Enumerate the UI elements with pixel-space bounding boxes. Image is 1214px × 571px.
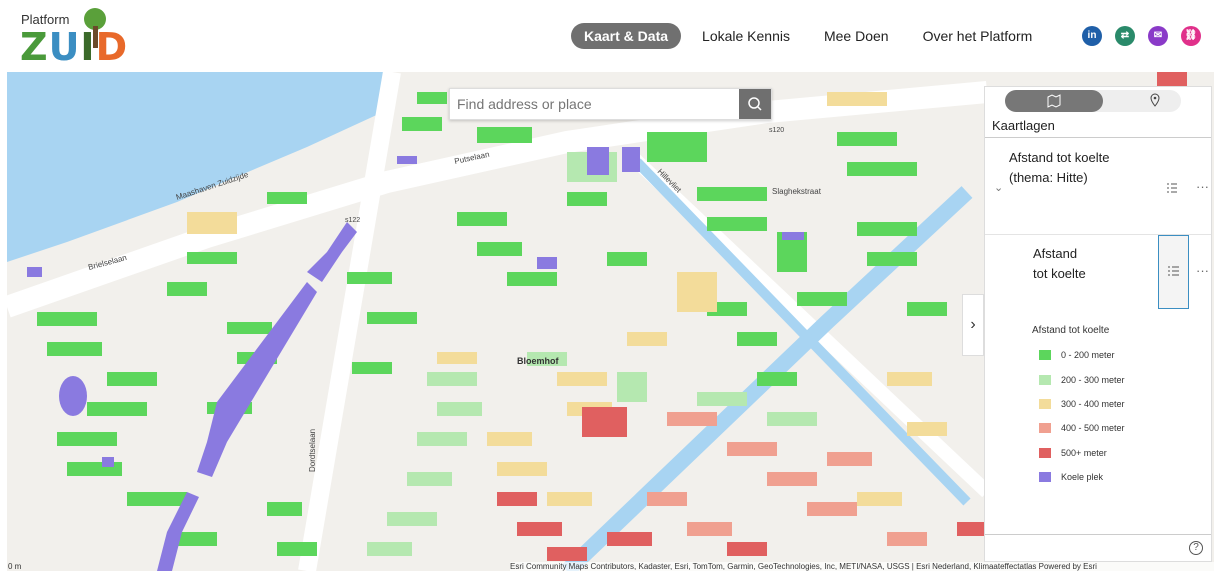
chevron-right-icon: › <box>970 316 976 333</box>
label-s120: s120 <box>769 127 784 134</box>
legend-swatch <box>1039 472 1051 482</box>
logo-text-small: Platform <box>21 12 70 27</box>
buildings-500-plus <box>497 72 1187 561</box>
search-widget <box>449 88 772 120</box>
map-attribution[interactable]: Esri Community Maps Contributors, Kadast… <box>510 562 1214 571</box>
maashaven-water <box>7 72 383 262</box>
group-layer-name: Afstand tot koelte (thema: Hitte) <box>1009 150 1110 185</box>
nav-kaart-data[interactable]: Kaart & Data <box>571 23 682 49</box>
buildings-400-500 <box>647 412 927 546</box>
nav-lokale-kennis[interactable]: Lokale Kennis <box>702 28 790 44</box>
nav-over-het-platform[interactable]: Over het Platform <box>922 28 1033 44</box>
logo-letter-u: U <box>48 25 81 69</box>
legend-label: Koele plek <box>1061 472 1104 482</box>
buildings-0-200 <box>37 92 947 556</box>
social-links: in ⇄ ✉ ⛓ <box>1082 26 1214 46</box>
logo-trunk-icon <box>93 26 98 48</box>
layer-row[interactable]: Afstand tot koelte ··· <box>985 235 1211 311</box>
map-icon <box>1047 94 1061 108</box>
legend-item: 400 - 500 meter <box>1039 421 1125 435</box>
koele-plekken <box>27 147 804 571</box>
logo-letter-i: I <box>80 25 96 69</box>
legend-swatch <box>1039 399 1051 409</box>
legend-label: 400 - 500 meter <box>1061 423 1125 433</box>
panel-collapse-button[interactable]: › <box>962 294 984 356</box>
logo-letter-z: Z <box>20 25 49 69</box>
search-icon <box>748 97 762 111</box>
mail-icon[interactable]: ✉ <box>1148 26 1168 46</box>
label-slaghekstraat: Slaghekstraat <box>772 187 822 196</box>
more-options-icon[interactable]: ··· <box>1196 263 1209 278</box>
canal-diagonal-2 <box>633 158 971 506</box>
legend-label: 500+ meter <box>1061 448 1107 458</box>
platform-zuid-logo[interactable]: Platform ZUID <box>20 8 140 66</box>
legend-item: 200 - 300 meter <box>1039 373 1125 387</box>
legend-label: 300 - 400 meter <box>1061 399 1125 409</box>
search-button[interactable] <box>739 89 771 119</box>
nav-mee-doen[interactable]: Mee Doen <box>823 28 889 44</box>
label-dordtselaan: Dordtselaan <box>308 429 317 472</box>
legend-item: 500+ meter <box>1039 446 1107 460</box>
legend-swatch <box>1039 350 1051 360</box>
legend-title: Afstand tot koelte <box>1032 325 1110 336</box>
logo-tree-icon <box>84 8 106 30</box>
legend-toggle-button[interactable] <box>1158 235 1189 309</box>
legend-label: 0 - 200 meter <box>1061 350 1115 360</box>
legend-swatch <box>1039 375 1051 385</box>
group-layer-row[interactable]: ⌄ Afstand tot koelte (thema: Hitte) ··· <box>985 139 1211 235</box>
legend-item: Koele plek <box>1039 470 1103 484</box>
chevron-down-icon[interactable]: ⌄ <box>994 182 1004 194</box>
help-icon[interactable]: ? <box>1189 541 1203 555</box>
divider <box>985 534 1211 535</box>
list-icon[interactable] <box>1165 181 1179 195</box>
logo-text-big: ZUID <box>20 28 128 66</box>
main-nav: Kaart & Data Lokale Kennis Mee Doen Over… <box>571 23 1053 49</box>
linkedin-icon[interactable]: in <box>1082 26 1102 46</box>
layers-tab[interactable] <box>1005 90 1103 112</box>
location-tab[interactable] <box>1110 90 1181 112</box>
scale-bar: 0 m <box>8 562 22 571</box>
canal-diagonal <box>561 186 973 571</box>
layer-name: Afstand tot koelte <box>1033 246 1086 281</box>
divider <box>985 137 1211 138</box>
search-input[interactable] <box>450 89 740 119</box>
layers-panel: Kaartlagen ⌄ Afstand tot koelte (thema: … <box>984 86 1212 562</box>
legend-item: 0 - 200 meter <box>1039 348 1115 362</box>
share-icon[interactable]: ⇄ <box>1115 26 1135 46</box>
label-s122: s122 <box>345 217 360 224</box>
panel-view-toggle <box>1005 90 1181 112</box>
legend-item: 300 - 400 meter <box>1039 397 1125 411</box>
road-putselaan <box>7 81 988 318</box>
road-dordtselaan <box>298 72 401 571</box>
panel-title: Kaartlagen <box>992 118 1055 133</box>
buildings-300-400 <box>187 92 947 506</box>
legend-swatch <box>1039 448 1051 458</box>
link-icon[interactable]: ⛓ <box>1181 26 1201 46</box>
top-header: Platform ZUID Kaart & Data Lokale Kennis… <box>0 0 1214 72</box>
legend-swatch <box>1039 423 1051 433</box>
location-pin-icon <box>1150 93 1160 107</box>
list-icon <box>1168 266 1179 276</box>
logo-letter-d: D <box>95 25 129 69</box>
legend-label: 200 - 300 meter <box>1061 375 1125 385</box>
map-canvas[interactable]: Maashaven Zuidzijde Putselaan Brielselaa… <box>7 72 1214 571</box>
label-bloemhof: Bloemhof <box>517 356 560 366</box>
more-options-icon[interactable]: ··· <box>1196 179 1209 194</box>
